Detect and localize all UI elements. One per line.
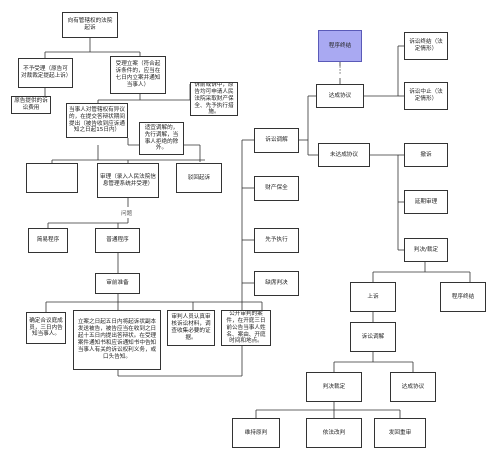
node-litigation-termination: 诉讼终结（法定情形） (404, 32, 448, 60)
node-agreement-reached: 达成协议 (316, 84, 364, 108)
node-appeal: 上诉 (350, 282, 396, 312)
node-no-agreement: 未达成协议 (318, 143, 370, 167)
node-jurisdiction-objection: 当事人对管辖权有异议的，在提交答辩状期间提出（被告收到应诉通知之日起15日内） (66, 103, 128, 138)
node-court-filing: 向有管辖权的法院起诉 (62, 12, 118, 38)
node-preservation-note: 诉前或诉中，原告均可申请人民法院采取财产保全、先予执行措施。 (190, 82, 238, 116)
node-postponed-trial: 延期审理 (404, 190, 448, 214)
node-remand-retrial: 发回重审 (374, 418, 426, 448)
node-second-mediation: 诉讼调解 (350, 322, 396, 352)
node-uphold-original: 维持原判 (232, 418, 280, 448)
node-prep-evidence: 审判人员认真审核诉讼材料，调查收集必要的证据。 (167, 310, 215, 346)
node-litigation-mediation: 诉讼调解 (254, 128, 299, 153)
ellipsis-dots: ··· (338, 63, 342, 79)
node-litigation-suspension: 诉讼中止（法定情形） (404, 82, 448, 110)
node-blank-left (26, 163, 78, 193)
node-judgment-ruling: 判决/裁定 (404, 238, 448, 262)
node-prep-panel: 确定合议庭成员，三日内告知当事人。 (26, 312, 66, 344)
fork-label: 问题 (121, 211, 133, 217)
node-default-judgment: 缺席判决 (254, 271, 299, 296)
node-procedure-terminated-2: 程序终结 (440, 282, 486, 312)
node-property-preservation: 财产保全 (254, 176, 299, 201)
node-revise-judgment: 依法改判 (306, 418, 362, 448)
node-agreement-reached-2: 达成协议 (390, 372, 436, 402)
node-case-accepted: 受理立案（符合起诉条件的，应当在七日内立案并通知当事人） (110, 56, 166, 94)
node-appeal-rights: 原告提供的诉讼费用 (11, 96, 51, 114)
node-simple-procedure: 简易程序 (28, 228, 68, 253)
node-withdrawal: 撤诉 (404, 143, 448, 167)
node-review: 审理（录入人民法院信息管理系统并受理） (97, 163, 159, 198)
node-prep-notice: 公开审判的案件，在开庭三日前公告当事人姓名、案由、开庭时间和地点。 (221, 310, 271, 346)
node-pretrial-prep: 审前准备 (95, 273, 140, 294)
node-dismiss: 驳回起诉 (176, 163, 222, 193)
node-ordinary-procedure: 普通程序 (95, 228, 140, 253)
node-advance-execution: 先予执行 (254, 228, 299, 253)
node-not-accepted: 不予受理（原告可对裁裁定提起上诉） (18, 58, 73, 88)
node-verdict: 判决裁定 (306, 372, 362, 402)
node-prep-service: 立案之日起五日内将起诉状副本发送被告，被告应当在收到之日起十五日内提出答辩状。在… (73, 310, 161, 370)
node-pre-mediation: 适宜调解的，先行调解，当事人拒绝的除外。 (139, 122, 184, 155)
node-procedure-terminated: 程序终结 (318, 30, 362, 62)
